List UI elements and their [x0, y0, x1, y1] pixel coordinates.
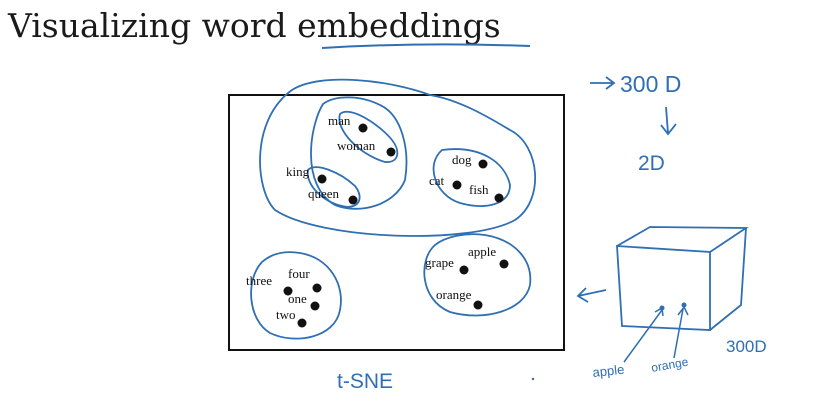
left-arrow-icon	[576, 287, 607, 303]
cube-side-face	[709, 227, 747, 331]
word-label-grape: grape	[425, 255, 454, 270]
cube-pointer-orange	[673, 305, 689, 359]
cube-pointer-apple	[623, 306, 664, 363]
cluster-outline-man-woman	[338, 111, 399, 163]
point-cat	[452, 180, 462, 190]
word-label-two: two	[276, 307, 296, 322]
word-label-dog: dog	[452, 152, 472, 167]
title-prefix: Visualizing word	[8, 6, 298, 45]
cube-dim-label: 300D	[726, 337, 767, 356]
cube-front-face	[616, 245, 711, 331]
plot-frame	[228, 94, 565, 351]
word-label-king: king	[286, 164, 310, 179]
cluster-outline-fruits	[423, 233, 532, 317]
cube-3d	[616, 226, 749, 331]
dim-high-label: 300 D	[620, 71, 681, 97]
point-two	[297, 318, 307, 328]
cube-point-orange	[681, 302, 687, 308]
dim-low-label: 2D	[638, 152, 665, 175]
point-dog	[478, 159, 488, 169]
title-underlined-word: embeddings	[297, 6, 501, 45]
word-points	[283, 123, 509, 328]
word-label-fish: fish	[469, 182, 489, 197]
point-orange	[473, 300, 483, 310]
cluster-outlines	[250, 78, 536, 340]
point-king	[317, 174, 327, 184]
point-queen	[348, 195, 358, 205]
point-man	[358, 123, 368, 133]
word-label-apple: apple	[468, 244, 496, 259]
cluster-outline-king-queen	[306, 166, 361, 208]
word-label-one: one	[288, 291, 307, 306]
word-label-queen: queen	[308, 186, 340, 201]
word-label-cat: cat	[429, 173, 445, 188]
dimension-annotation: 300 D 2D	[590, 71, 681, 175]
point-four	[312, 283, 322, 293]
cluster-outline-numbers	[250, 251, 342, 340]
word-label-woman: woman	[337, 138, 376, 153]
word-label-four: four	[288, 266, 310, 281]
point-apple	[499, 259, 509, 269]
point-fish	[494, 193, 504, 203]
word-labels: man woman king queen dog cat fish three …	[246, 113, 496, 322]
cluster-outline-people	[310, 96, 408, 210]
right-arrow-icon	[590, 76, 616, 90]
down-arrow-icon	[660, 106, 677, 136]
point-three	[283, 286, 293, 296]
title-underline	[321, 43, 531, 49]
cube-apple-label: apple	[592, 362, 625, 380]
word-label-three: three	[246, 273, 272, 288]
point-grape	[459, 265, 469, 275]
cube-pointer-lines	[623, 305, 689, 363]
word-label-man: man	[328, 113, 351, 128]
plot-caption-tsne: t-SNE	[337, 370, 393, 393]
cluster-outline-animals	[432, 148, 511, 207]
slide-title: Visualizing word embeddings	[8, 6, 501, 45]
point-woman	[386, 147, 396, 157]
cube-orange-label: orange	[650, 355, 690, 375]
cube-top-face	[616, 226, 749, 253]
word-label-orange: orange	[436, 287, 472, 302]
point-one	[310, 301, 320, 311]
cluster-outline-living	[259, 78, 536, 237]
stray-ink-dot	[531, 377, 535, 381]
